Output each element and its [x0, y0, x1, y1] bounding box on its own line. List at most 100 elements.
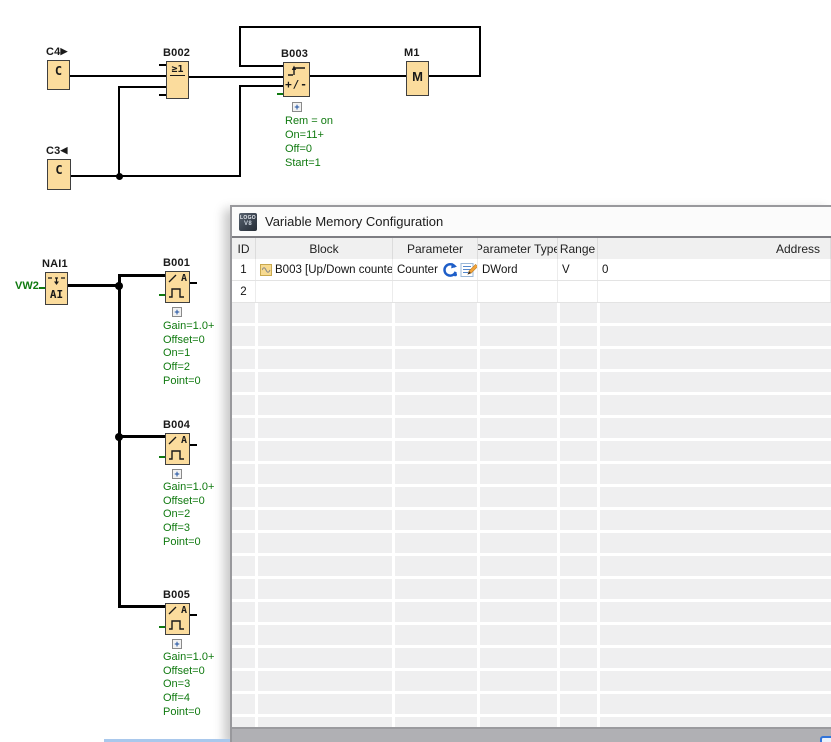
row-parameter-cell[interactable] [393, 281, 478, 302]
block-b005-analog-threshold[interactable]: A [165, 603, 190, 635]
block-label-b001: B001 [163, 257, 190, 269]
param-line: Start=1 [285, 156, 333, 170]
block-cell-text: B003 [Up/Down counter] [275, 264, 393, 276]
row-id-cell: 2 [232, 281, 256, 302]
block-b003-updown-counter[interactable]: +/- [283, 62, 310, 97]
param-line: Point=0 [163, 375, 214, 389]
row-address-cell[interactable]: 0 [598, 259, 831, 280]
row-range-cell[interactable]: V [558, 259, 598, 280]
wire [189, 76, 283, 78]
wire [479, 26, 481, 77]
wire-stub [190, 614, 197, 616]
grid-column-separator [557, 303, 560, 727]
dialog-title: Variable Memory Configuration [265, 214, 443, 229]
row-parameter-type-cell[interactable]: DWord [478, 259, 558, 280]
dialog-button-area [232, 729, 831, 742]
wire [118, 435, 166, 438]
block-parameters-b003: Rem = on On=11+ Off=0 Start=1 [285, 114, 333, 170]
grid-column-separator [255, 303, 258, 727]
row-parameter-cell[interactable]: Counter [393, 259, 478, 280]
wire [239, 26, 481, 28]
expand-parameters-button[interactable]: + [292, 102, 302, 112]
wire [239, 85, 283, 87]
column-header-address[interactable]: Address [598, 238, 831, 259]
cyclic-update-icon[interactable] [442, 262, 458, 278]
param-line: Off=0 [285, 142, 333, 156]
param-line: Off=4 [163, 692, 214, 706]
block-label-b003: B003 [281, 48, 308, 60]
block-nai1-network-analog-input[interactable]: AI [45, 272, 68, 305]
block-label-m1: M1 [404, 47, 420, 59]
block-parameters-b005: Gain=1.0+ Offset=0 On=3 Off=4 Point=0 [163, 651, 214, 720]
app-icon-text: V8 [244, 221, 252, 227]
block-b002-or[interactable]: ≥1 [166, 61, 189, 99]
wire [118, 274, 166, 277]
edit-parameter-icon[interactable] [460, 262, 477, 278]
wire-stub [190, 444, 197, 446]
table-row[interactable]: 1 B003 [Up/Down counter] Counter [232, 259, 831, 281]
column-header-block[interactable]: Block [256, 238, 393, 259]
label-text: C3 [46, 145, 60, 157]
block-label-c3: C3◀ [46, 145, 68, 157]
block-label-b004: B004 [163, 419, 190, 431]
row-parameter-type-cell[interactable] [478, 281, 558, 302]
cursor-right-icon: ▶ [60, 46, 67, 56]
grid-column-separator [477, 303, 480, 727]
block-c3-cursor-key[interactable]: C [47, 159, 71, 190]
row-range-cell[interactable] [558, 281, 598, 302]
column-header-parameter-type[interactable]: Parameter Type [478, 238, 558, 259]
table-row[interactable]: 2 [232, 281, 831, 303]
analog-input-symbol: AI [46, 288, 67, 301]
network-input-icon [47, 275, 66, 286]
block-mini-icon [260, 264, 272, 276]
block-label-c4: C4▶ [46, 46, 68, 58]
param-line: On=2 [163, 508, 214, 522]
table-header-row: ID Block Parameter Parameter Type Range … [232, 238, 831, 259]
block-label-nai1: NAI1 [42, 258, 68, 270]
column-header-range[interactable]: Range [558, 238, 598, 259]
param-line: On=11+ [285, 128, 333, 142]
analog-slash-icon [168, 436, 177, 445]
param-line: Offset=0 [163, 665, 214, 679]
block-parameters-b004: Gain=1.0+ Offset=0 On=2 Off=3 Point=0 [163, 481, 214, 550]
pulse-icon [168, 287, 186, 299]
wire-junction [116, 173, 123, 180]
dialog-button-partial[interactable] [820, 736, 831, 742]
grid-column-separator [392, 303, 395, 727]
block-c4-cursor-key[interactable]: C [47, 60, 70, 90]
block-m1-flag[interactable]: M [406, 61, 429, 96]
network-reference-vw2: VW2 [15, 280, 39, 292]
column-header-id[interactable]: ID [232, 238, 256, 259]
label-text: C4 [46, 46, 60, 58]
flag-symbol: M [407, 69, 428, 84]
wire-stub [159, 94, 166, 96]
row-block-cell[interactable] [256, 281, 393, 302]
param-line: Off=2 [163, 361, 214, 375]
cursor-key-symbol: C [48, 163, 70, 177]
analog-slash-icon [168, 274, 177, 283]
row-block-cell[interactable]: B003 [Up/Down counter] [256, 259, 393, 280]
param-line: Offset=0 [163, 495, 214, 509]
block-b001-analog-threshold[interactable]: A [165, 271, 190, 303]
row-id-cell: 1 [232, 259, 256, 280]
dialog-titlebar[interactable]: LOGO V8 Variable Memory Configuration [232, 207, 831, 236]
expand-parameters-button[interactable]: + [172, 639, 182, 649]
row-address-cell[interactable] [598, 281, 831, 302]
block-b004-analog-threshold[interactable]: A [165, 433, 190, 465]
wire [118, 605, 166, 608]
wire [239, 26, 241, 67]
analog-letter: A [181, 435, 187, 446]
param-line: Rem = on [285, 114, 333, 128]
block-parameters-b001: Gain=1.0+ Offset=0 On=1 Off=2 Point=0 [163, 320, 214, 389]
param-line: On=1 [163, 347, 214, 361]
logo-app-icon: LOGO V8 [239, 213, 257, 231]
expand-parameters-button[interactable]: + [172, 307, 182, 317]
variable-memory-configuration-dialog: LOGO V8 Variable Memory Configuration ID… [230, 205, 831, 742]
wire [429, 75, 481, 77]
column-header-parameter[interactable]: Parameter [393, 238, 478, 259]
wire-stub [190, 282, 197, 284]
param-line: Point=0 [163, 536, 214, 550]
analog-letter: A [181, 605, 187, 616]
expand-parameters-button[interactable]: + [172, 469, 182, 479]
